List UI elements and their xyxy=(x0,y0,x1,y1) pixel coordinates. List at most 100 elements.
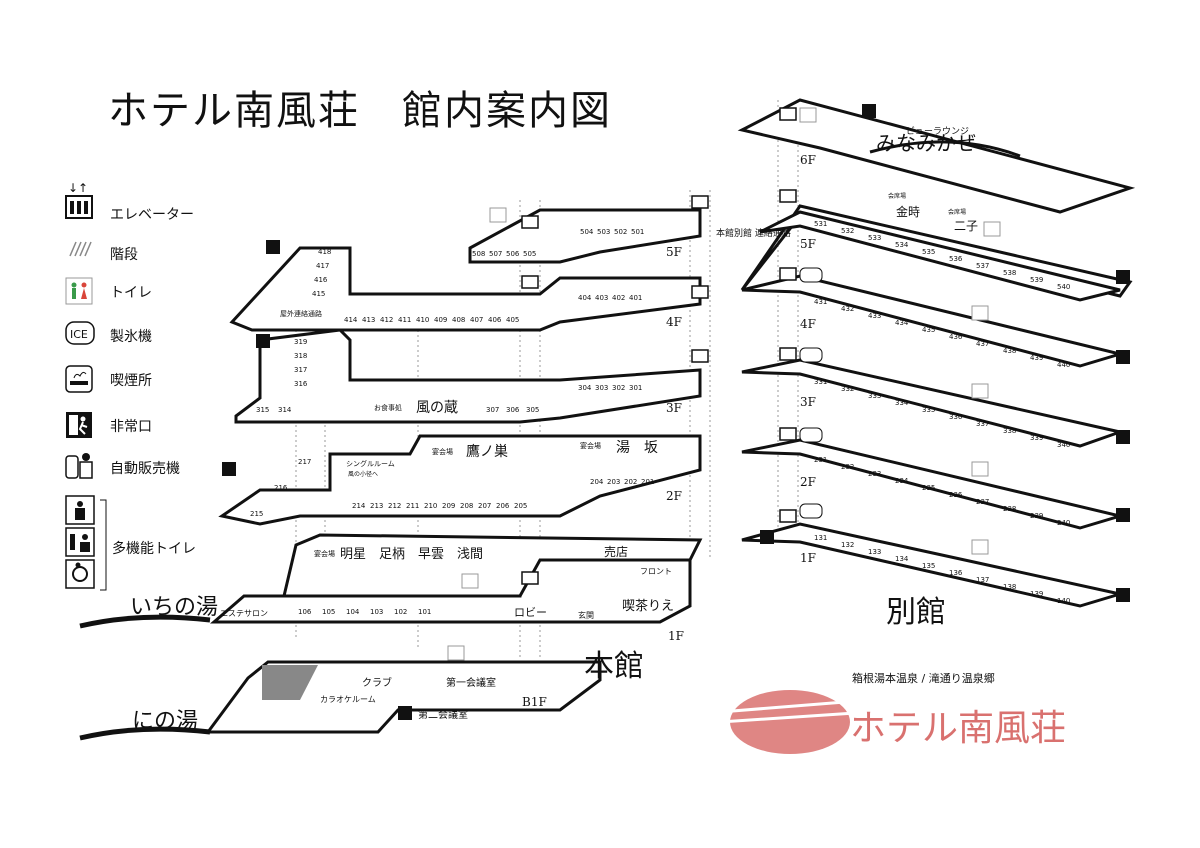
room-411: 411 xyxy=(398,316,411,324)
legend-vending: 自動販売機 xyxy=(110,461,180,477)
room-401: 401 xyxy=(629,294,642,302)
room-436: 436 xyxy=(949,333,963,341)
bath-ichi: いちの湯 xyxy=(130,595,218,620)
room-208: 208 xyxy=(460,502,473,510)
room-336: 336 xyxy=(949,413,963,421)
place-single-sub: 風の小径へ xyxy=(348,470,378,478)
room-301: 301 xyxy=(629,384,642,392)
legend-ice: 製氷機 xyxy=(110,329,152,345)
room-406: 406 xyxy=(488,316,502,324)
room-315: 315 xyxy=(256,406,269,414)
stairs-icon xyxy=(69,241,92,257)
place-cafe: 喫茶りえ xyxy=(622,598,674,614)
legend-toilet: トイレ xyxy=(110,285,152,301)
place-lobby: ロビー xyxy=(514,606,547,619)
room-402: 402 xyxy=(612,294,625,302)
legend-multi-toilet: 多機能トイレ xyxy=(112,541,196,557)
room-335: 335 xyxy=(922,406,935,414)
room-139: 139 xyxy=(1030,590,1043,598)
room-536: 536 xyxy=(949,255,963,263)
room-132: 132 xyxy=(841,541,854,549)
room-136: 136 xyxy=(949,569,963,577)
room-209: 209 xyxy=(442,502,455,510)
place-banquet1: 明星 足柄 早雲 浅間 xyxy=(340,547,483,562)
room-305: 305 xyxy=(526,406,539,414)
room-237: 237 xyxy=(976,498,989,506)
place-dining: 風の蔵 xyxy=(416,400,458,416)
room-507: 507 xyxy=(489,250,502,258)
room-531: 531 xyxy=(814,220,827,228)
floor-4f xyxy=(229,246,702,332)
floor-1f-label: 1F xyxy=(668,629,684,643)
room-106: 106 xyxy=(298,608,312,616)
brand-logo-text: ホテル南風荘 xyxy=(850,708,1066,749)
room-316: 316 xyxy=(294,380,308,388)
room-537: 537 xyxy=(976,262,989,270)
room-205: 205 xyxy=(514,502,527,510)
room-415: 415 xyxy=(312,290,325,298)
room-203: 203 xyxy=(607,478,620,486)
place-lounge: みなみかぜ xyxy=(876,131,976,155)
room-504: 504 xyxy=(580,228,594,236)
label-annex: 別館 xyxy=(886,595,946,630)
place-lounge-tag: ビューラウンジ xyxy=(906,126,969,137)
room-506: 506 xyxy=(506,250,520,258)
room-534: 534 xyxy=(895,241,909,249)
room-414: 414 xyxy=(344,316,358,324)
ice-badge: ICE xyxy=(70,328,88,341)
label-annex-connector: 本館別館 連絡通路 xyxy=(716,227,791,239)
annex-6f xyxy=(737,98,1136,214)
toilet-icon xyxy=(65,277,93,305)
room-235: 235 xyxy=(922,484,935,492)
room-204: 204 xyxy=(590,478,604,486)
annex-4f-label: 4F xyxy=(800,317,816,331)
room-104: 104 xyxy=(346,608,360,616)
room-439: 439 xyxy=(1030,354,1043,362)
place-conf2: 第二会議室 xyxy=(418,708,468,721)
room-508: 508 xyxy=(472,250,485,258)
ice-icon xyxy=(799,267,823,519)
room-131: 131 xyxy=(814,534,827,542)
brand-subtitle: 箱根湯本温泉 / 滝通り温泉郷 xyxy=(852,671,995,685)
place-kinji: 金時 xyxy=(896,204,920,219)
place-esthe: エステサロン xyxy=(220,609,268,618)
room-412: 412 xyxy=(380,316,393,324)
floor-b1f-label: B1F xyxy=(522,695,547,709)
place-banquet3: 湯 坂 xyxy=(616,439,658,456)
annex-2f-label: 2F xyxy=(800,475,816,489)
room-234: 234 xyxy=(895,477,909,485)
room-532: 532 xyxy=(841,227,854,235)
room-409: 409 xyxy=(434,316,447,324)
room-201: 201 xyxy=(641,478,654,486)
room-103: 103 xyxy=(370,608,383,616)
room-418: 418 xyxy=(318,248,331,256)
lounge-brush xyxy=(869,140,1021,158)
room-214: 214 xyxy=(352,502,366,510)
multi-toilet-icon xyxy=(65,495,95,589)
place-dining-tag: お食事処 xyxy=(374,403,402,412)
label-main: 本館 xyxy=(584,649,644,684)
room-307: 307 xyxy=(486,406,499,414)
room-416: 416 xyxy=(314,276,328,284)
room-503: 503 xyxy=(597,228,610,236)
room-304: 304 xyxy=(578,384,592,392)
room-538: 538 xyxy=(1003,269,1016,277)
exit-icon xyxy=(66,412,92,438)
room-404: 404 xyxy=(578,294,592,302)
room-231: 231 xyxy=(814,456,827,464)
annex-3f xyxy=(741,358,1126,448)
legend-stairs: 階段 xyxy=(110,247,138,263)
room-134: 134 xyxy=(895,555,909,563)
room-212: 212 xyxy=(388,502,401,510)
floor-1f xyxy=(209,533,703,624)
floor-5f-label: 5F xyxy=(666,245,682,259)
room-338: 338 xyxy=(1003,427,1016,435)
elevator-icon xyxy=(521,107,797,585)
room-539: 539 xyxy=(1030,276,1043,284)
ice-icon: ICE xyxy=(65,321,95,345)
room-407: 407 xyxy=(470,316,483,324)
room-505: 505 xyxy=(523,250,536,258)
room-238: 238 xyxy=(1003,505,1016,513)
annex-1f-label: 1F xyxy=(800,551,816,565)
